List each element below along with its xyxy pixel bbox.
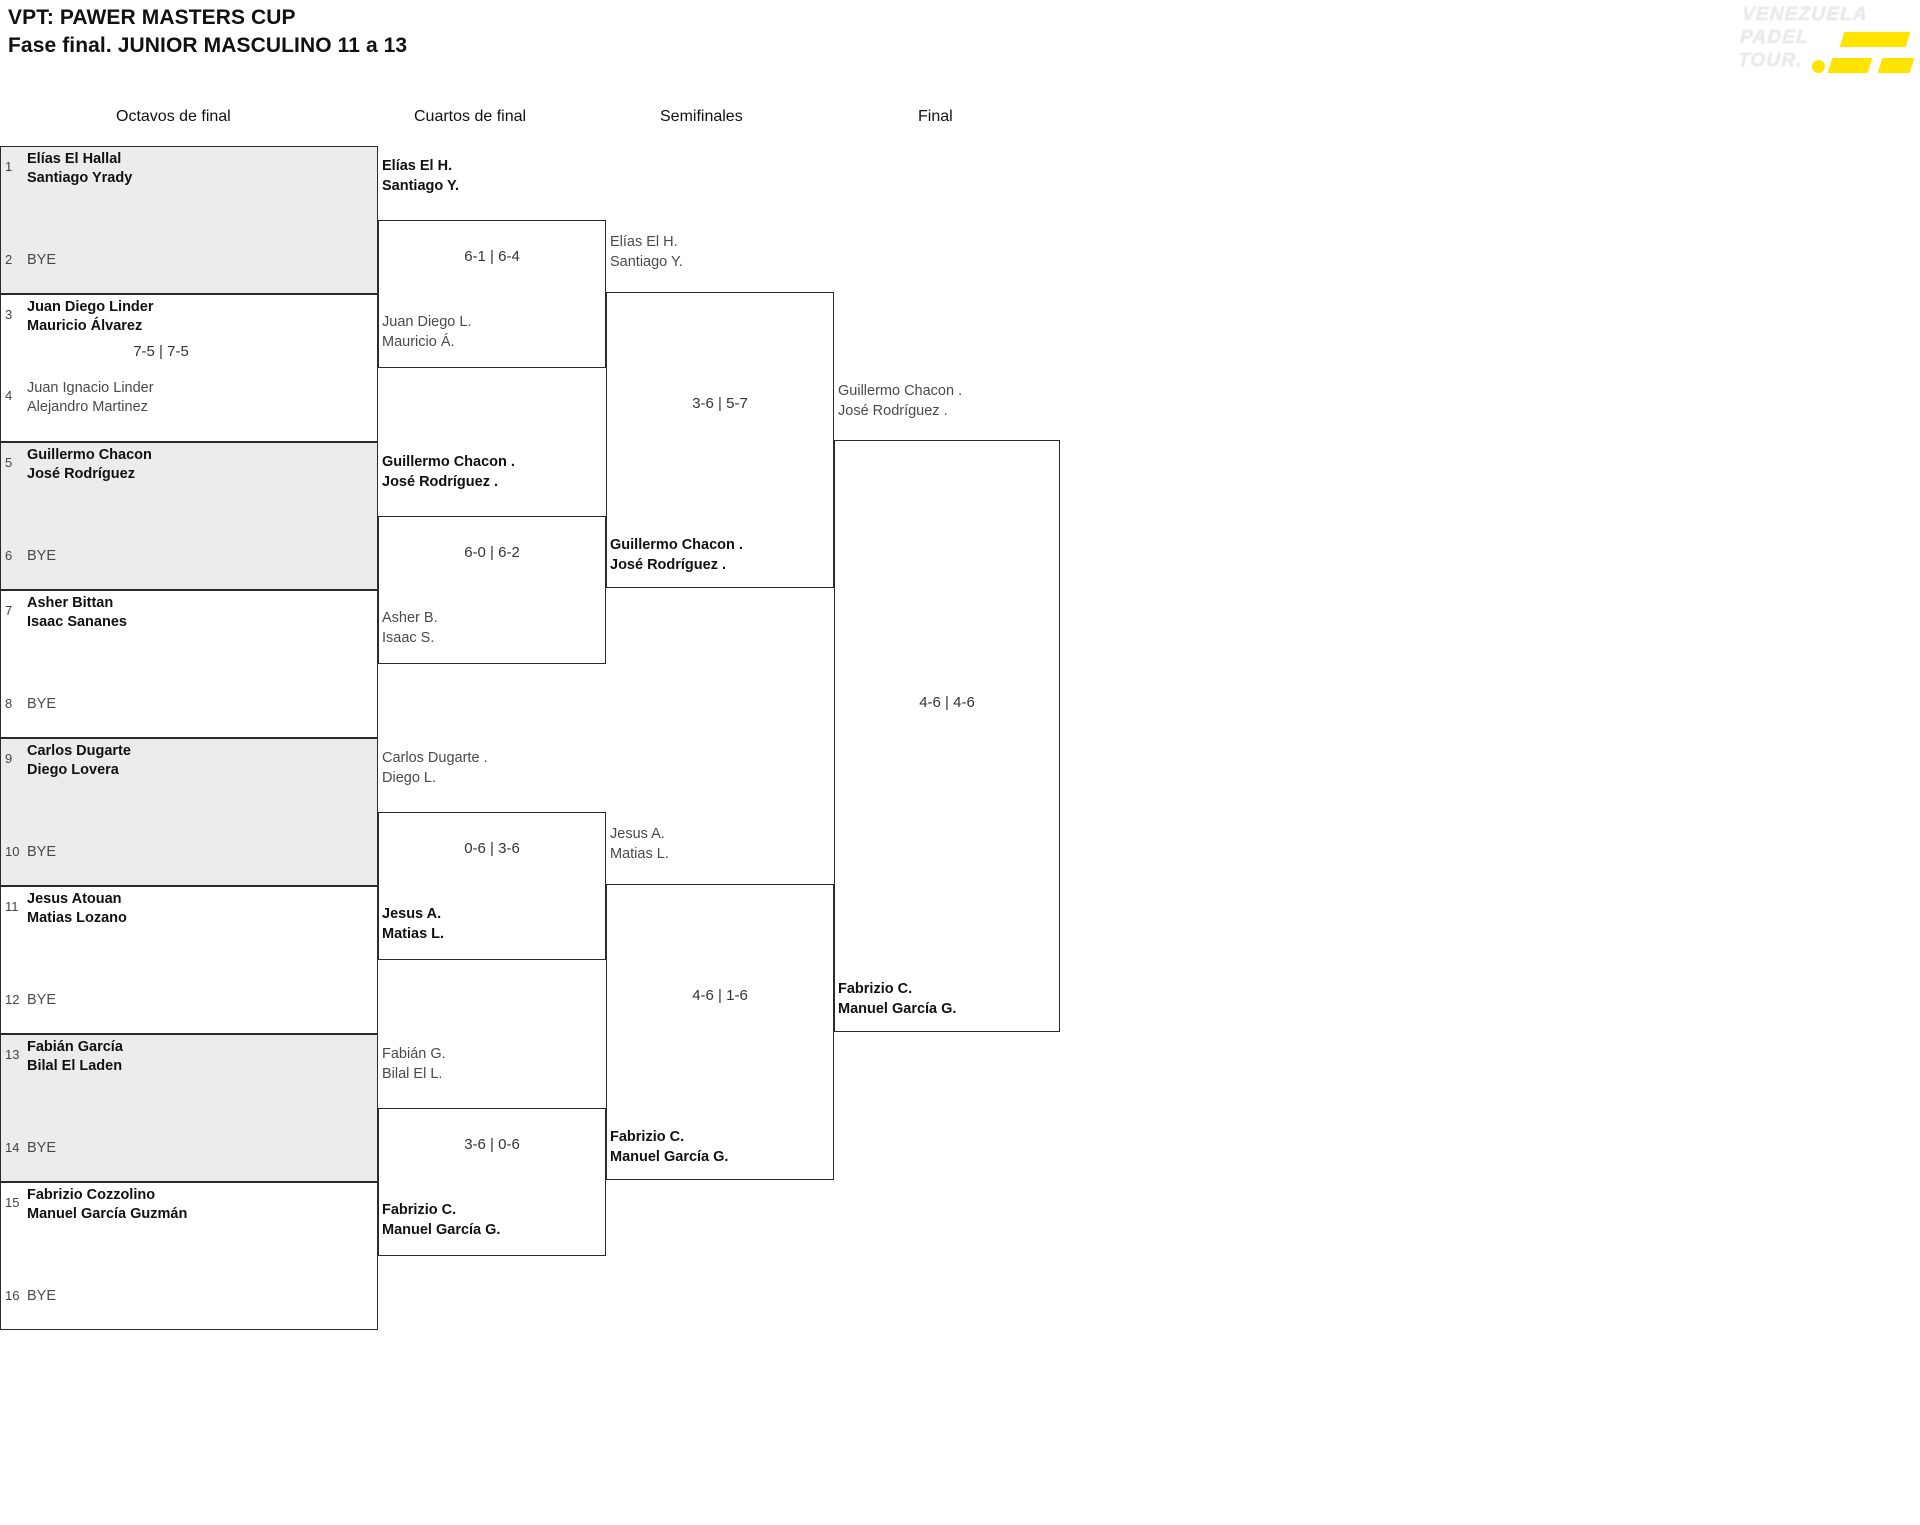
seed-number: 15 — [5, 1195, 20, 1210]
r4-match-1-bottom-team: Fabrizio C. Manuel García G. — [838, 981, 957, 1017]
seed-number: 3 — [5, 307, 13, 322]
page-header: VPT: PAWER MASTERS CUP Fase final. JUNIO… — [8, 4, 1208, 60]
r2-match-4-top-team: Fabián G. Bilal El L. — [382, 1046, 446, 1082]
team-names: Elías El Hallal Santiago Yrady — [27, 151, 133, 186]
team-names: Guillermo Chacon José Rodríguez — [27, 447, 152, 482]
team-names: Asher Bittan Isaac Sananes — [27, 595, 127, 630]
seed-number: 2 — [5, 252, 13, 267]
r2-match-2-bottom-team: Asher B. Isaac S. — [382, 610, 438, 646]
round-header-octavos: Octavos de final — [116, 108, 231, 125]
r2-match-1-top-team: Elías El H. Santiago Y. — [382, 158, 460, 194]
team-names: BYE — [27, 1288, 57, 1304]
r2-match-1-bottom-team: Juan Diego L. Mauricio Á. — [382, 314, 472, 350]
r2-match-4-bottom-team: Fabrizio C. Manuel García G. — [382, 1202, 501, 1238]
seed-number: 8 — [5, 696, 13, 711]
team-names: Jesus Atouan Matias Lozano — [27, 891, 127, 926]
r2-connector-2 — [378, 516, 606, 664]
round-header-semifinales: Semifinales — [660, 108, 743, 125]
r4-match-1-top-team: Guillermo Chacon . José Rodríguez . — [838, 383, 963, 419]
logo-accent-bar-3 — [1877, 58, 1915, 73]
team-names: Carlos Dugarte Diego Lovera — [27, 743, 131, 778]
r1-match-7[interactable]: 13 Fabián García Bilal El Laden 14 BYE — [0, 1034, 378, 1182]
r3-match-2-top-team: Jesus A. Matias L. — [610, 826, 669, 862]
team-names: Fabián García Bilal El Laden — [27, 1039, 123, 1074]
team-names: BYE — [27, 1140, 57, 1156]
r2-match-3-bottom-team: Jesus A. Matias L. — [382, 906, 445, 942]
team-names: BYE — [27, 548, 57, 564]
logo-text-padel: PADEL — [1739, 27, 1810, 49]
venezuela-padel-tour-logo: VENEZUELA PADEL TOUR. — [1737, 2, 1915, 82]
r2-match-3-score: 0-6 | 3-6 — [464, 840, 520, 857]
r2-match-1-score: 6-1 | 6-4 — [464, 248, 520, 265]
seed-number: 13 — [5, 1047, 20, 1062]
seed-number: 10 — [5, 844, 20, 859]
r3-match-2-score: 4-6 | 1-6 — [692, 987, 748, 1004]
r3-connector-1 — [606, 292, 834, 588]
r4-match-1-score: 4-6 | 4-6 — [919, 694, 975, 711]
team-names: BYE — [27, 252, 57, 268]
tournament-subtitle: Fase final. JUNIOR MASCULINO 11 a 13 — [8, 34, 408, 57]
seed-number: 4 — [5, 388, 13, 403]
r4-connector-1 — [834, 440, 1060, 1032]
r2-connector-3 — [378, 812, 606, 960]
r1-match-2[interactable]: 3 Juan Diego Linder Mauricio Álvarez 4 J… — [0, 294, 378, 442]
seed-number: 14 — [5, 1140, 20, 1155]
r3-connector-2 — [606, 884, 834, 1180]
seed-number: 1 — [5, 159, 13, 174]
r3-match-1-score: 3-6 | 5-7 — [692, 395, 748, 412]
team-names: BYE — [27, 696, 57, 712]
team-names: Fabrizio Cozzolino Manuel García Guzmán — [27, 1187, 188, 1222]
team-names: BYE — [27, 992, 57, 1008]
round-header-cuartos: Cuartos de final — [414, 108, 527, 125]
tournament-title: VPT: PAWER MASTERS CUP — [8, 6, 296, 29]
r3-match-1-bottom-team: Guillermo Chacon . José Rodríguez . — [610, 537, 743, 573]
seed-number: 6 — [5, 548, 13, 563]
r1-match-5[interactable]: 9 Carlos Dugarte Diego Lovera 10 BYE — [0, 738, 378, 886]
seed-number: 7 — [5, 603, 13, 618]
team-names: BYE — [27, 844, 57, 860]
r2-match-3-top-team: Carlos Dugarte . Diego L. — [382, 750, 488, 786]
r2-match-2-top-team: Guillermo Chacon . José Rodríguez . — [382, 454, 515, 490]
r1-match-6[interactable]: 11 Jesus Atouan Matias Lozano 12 BYE — [0, 886, 378, 1034]
seed-number: 16 — [5, 1288, 20, 1303]
team-names: Juan Ignacio Linder Alejandro Martinez — [27, 380, 154, 415]
r2-match-2-score: 6-0 | 6-2 — [464, 544, 520, 561]
r3-match-2-bottom-team: Fabrizio C. Manuel García G. — [610, 1129, 729, 1165]
seed-number: 9 — [5, 751, 13, 766]
r1-match-1[interactable]: 1 Elías El Hallal Santiago Yrady 2 BYE — [0, 146, 378, 294]
r2-connector-1 — [378, 220, 606, 368]
logo-text-venezuela: VENEZUELA — [1741, 4, 1869, 26]
r1-match-3[interactable]: 5 Guillermo Chacon José Rodríguez 6 BYE — [0, 442, 378, 590]
seed-number: 12 — [5, 992, 20, 1007]
r3-match-1-top-team: Elías El H. Santiago Y. — [610, 234, 683, 270]
logo-text-tour: TOUR. — [1737, 50, 1804, 72]
logo-accent-bar-1 — [1839, 32, 1911, 47]
seed-number: 5 — [5, 455, 13, 470]
logo-accent-bar-2 — [1827, 58, 1873, 73]
r2-connector-4 — [378, 1108, 606, 1256]
match-score: 7-5 | 7-5 — [133, 343, 189, 360]
r1-match-8[interactable]: 15 Fabrizio Cozzolino Manuel García Guzm… — [0, 1182, 378, 1330]
team-names: Juan Diego Linder Mauricio Álvarez — [27, 299, 154, 334]
round-header-final: Final — [918, 108, 953, 125]
r2-match-4-score: 3-6 | 0-6 — [464, 1136, 520, 1153]
seed-number: 11 — [5, 899, 19, 914]
r1-match-4[interactable]: 7 Asher Bittan Isaac Sananes 8 BYE — [0, 590, 378, 738]
logo-accent-dot — [1812, 60, 1825, 73]
